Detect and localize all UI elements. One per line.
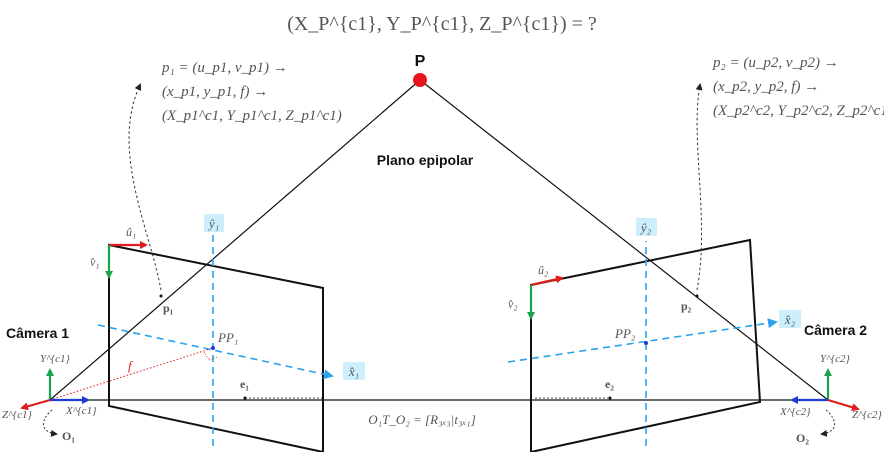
y2-label-box xyxy=(636,218,657,236)
cam2-y-label: Y^{c2} xyxy=(820,353,851,365)
p2-label: p₂ xyxy=(681,299,692,313)
cam1-y-label: Y^{c1} xyxy=(40,353,71,365)
v2-label: v̂₂ xyxy=(508,297,518,311)
ray-o2-to-p xyxy=(419,79,829,401)
cam2-z-axis xyxy=(827,398,860,412)
principal-point-2-marker xyxy=(644,341,648,345)
title-equation: (X_P^{c1}, Y_P^{c1}, Z_P^{c1}) = ? xyxy=(287,13,597,35)
image-point-1-marker xyxy=(159,294,163,298)
principal-point-1-marker xyxy=(211,346,215,350)
point-p-marker xyxy=(413,73,427,87)
o2-label: O₂ xyxy=(796,431,809,445)
focal-label: f xyxy=(128,358,134,373)
e2-label: e₂ xyxy=(605,377,614,391)
chain1-line-2: (x_p1, y_p1, f) → xyxy=(162,84,268,100)
image-plane-1 xyxy=(108,243,324,452)
o1-label: O₁ xyxy=(62,429,75,443)
cam2-z-label: Z^{c2} xyxy=(852,409,883,421)
focal-length-line xyxy=(49,347,214,401)
cam1-z-label: Z^{c1} xyxy=(2,409,33,421)
x1-label-box xyxy=(343,362,365,380)
pp1-label: PP₁ xyxy=(217,330,238,345)
chain2-line-3: (X_p2^c2, Y_p2^c2, Z_p2^c1) xyxy=(713,103,884,119)
x2-label: x̂₂ xyxy=(784,312,796,327)
focal-tick-1 xyxy=(203,351,210,361)
camera2-label: Câmera 2 xyxy=(804,322,867,338)
o2-indicator-curve xyxy=(820,409,835,437)
u2-axis-arrow xyxy=(530,275,564,287)
o1-indicator-curve xyxy=(43,409,58,437)
chain1-line-3: (X_p1^c1, Y_p1^c1, Z_p1^c1) xyxy=(162,108,342,124)
epipole-1-marker xyxy=(243,396,247,400)
image-point-2-marker xyxy=(695,294,699,298)
x1-label: x̂₁ xyxy=(348,364,359,379)
baseline-transform-label: O₁T_O₂ = [R₃ₓ₃|t₃ₓ₁] xyxy=(368,412,476,427)
cam2-x-label: X^{c2} xyxy=(779,406,811,418)
image1-x-axis xyxy=(97,324,334,380)
x2-label-box xyxy=(779,310,801,328)
y1-label: ŷ₁ xyxy=(207,216,219,231)
u2-label: û₂ xyxy=(538,263,548,277)
p1-label: p₁ xyxy=(163,301,174,315)
epipolar-plane-label: Plano epipolar xyxy=(377,152,474,168)
ray-o1-to-p xyxy=(49,79,421,401)
chain2-curve-arrow xyxy=(695,83,703,291)
camera1-label: Câmera 1 xyxy=(6,325,69,341)
image2-x-axis xyxy=(507,318,778,363)
chain1-line-1: p₁ = (u_p1, v_p1) → xyxy=(161,60,288,76)
y1-label-box xyxy=(204,214,224,232)
y2-label: ŷ₂ xyxy=(639,220,652,235)
chain1-curve-arrow xyxy=(128,83,162,291)
v1-label: v̂₁ xyxy=(90,255,100,269)
chain2-line-2: (x_p2, y_p2, f) → xyxy=(713,79,819,95)
e1-label: e₁ xyxy=(240,377,249,391)
u1-label: û₁ xyxy=(126,225,136,239)
cam1-z-axis xyxy=(20,398,51,411)
image-plane-2 xyxy=(530,238,762,452)
cam1-x-label: X^{c1} xyxy=(65,405,97,417)
point-p-label: P xyxy=(415,53,426,70)
chain2-line-1: p₂ = (u_p2, v_p2) → xyxy=(712,55,839,71)
epipole-2-marker xyxy=(608,396,612,400)
pp2-label: PP₂ xyxy=(614,326,636,341)
